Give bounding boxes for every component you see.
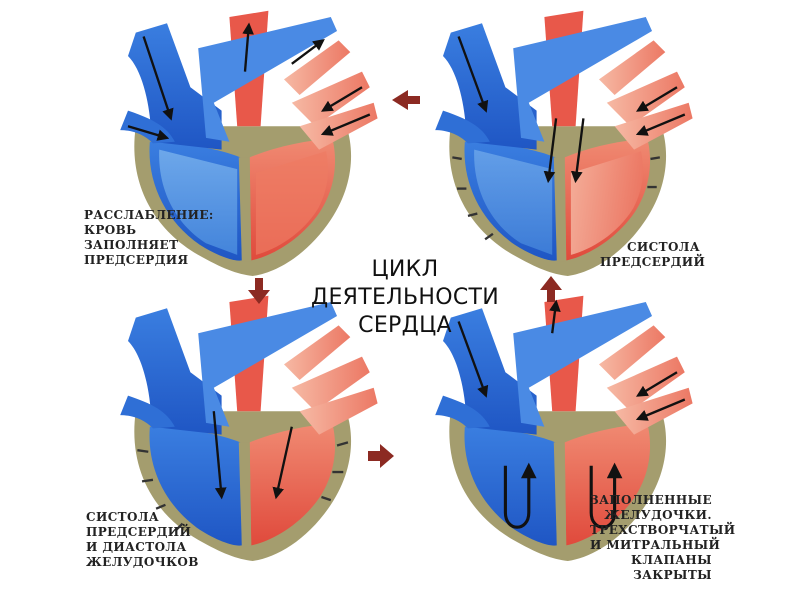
caption-line: ТРЕХСТВОРЧАТЫЙ — [590, 523, 736, 537]
caption-filled-ventricles: ЗАПОЛНЕННЫЕ ЖЕЛУДОЧКИ. ТРЕХСТВОРЧАТЫЙ И … — [590, 493, 736, 583]
heart-atrial-systole — [435, 10, 693, 276]
heart-ventricular-diastole — [120, 295, 378, 561]
cycle-arrow-left — [392, 90, 420, 110]
caption-line: ЗАПОЛНЕННЫЕ — [590, 493, 712, 507]
caption-ventricular-diastole: СИСТОЛА ПРЕДСЕРДИЙ И ДИАСТОЛА ЖЕЛУДОЧКОВ — [86, 510, 199, 570]
caption-line: ЗАКРЫТЫ — [633, 568, 712, 582]
caption-atrial-systole: СИСТОЛА ПРЕДСЕРДИЙ — [600, 240, 706, 270]
title-line-2: СЕРДЦА — [358, 313, 452, 338]
caption-line: ПРЕДСЕРДИЯ — [84, 253, 189, 267]
heart-filled-ventricles — [435, 295, 693, 561]
caption-line: ПРЕДСЕРДИЙ — [600, 255, 706, 269]
caption-line: И МИТРАЛЬНЫЙ — [590, 538, 721, 552]
caption-relaxation: РАССЛАБЛЕНИЕ: КРОВЬ ЗАПОЛНЯЕТ ПРЕДСЕРДИЯ — [84, 208, 214, 268]
title-line-1: ЦИКЛ ДЕЯТЕЛЬНОСТИ — [310, 257, 500, 310]
caption-line: ЖЕЛУДОЧКИ. — [604, 508, 712, 522]
caption-line: КЛАПАНЫ — [631, 553, 712, 567]
caption-line: СИСТОЛА — [86, 510, 160, 524]
caption-line: ЗАПОЛНЯЕТ — [84, 238, 179, 252]
diagram-title: ЦИКЛ ДЕЯТЕЛЬНОСТИ СЕРДЦА — [280, 256, 530, 340]
caption-line: ПРЕДСЕРДИЙ — [86, 525, 192, 539]
heart-relaxation — [120, 10, 378, 276]
cycle-arrow-right — [368, 444, 394, 468]
caption-line: КРОВЬ — [84, 223, 137, 237]
caption-line: СИСТОЛА — [626, 240, 700, 254]
caption-line: И ДИАСТОЛА — [86, 540, 187, 554]
cycle-arrow-up — [540, 276, 562, 302]
cycle-arrow-down — [248, 278, 270, 304]
caption-line: РАССЛАБЛЕНИЕ: — [84, 208, 214, 222]
caption-line: ЖЕЛУДОЧКОВ — [86, 555, 199, 569]
